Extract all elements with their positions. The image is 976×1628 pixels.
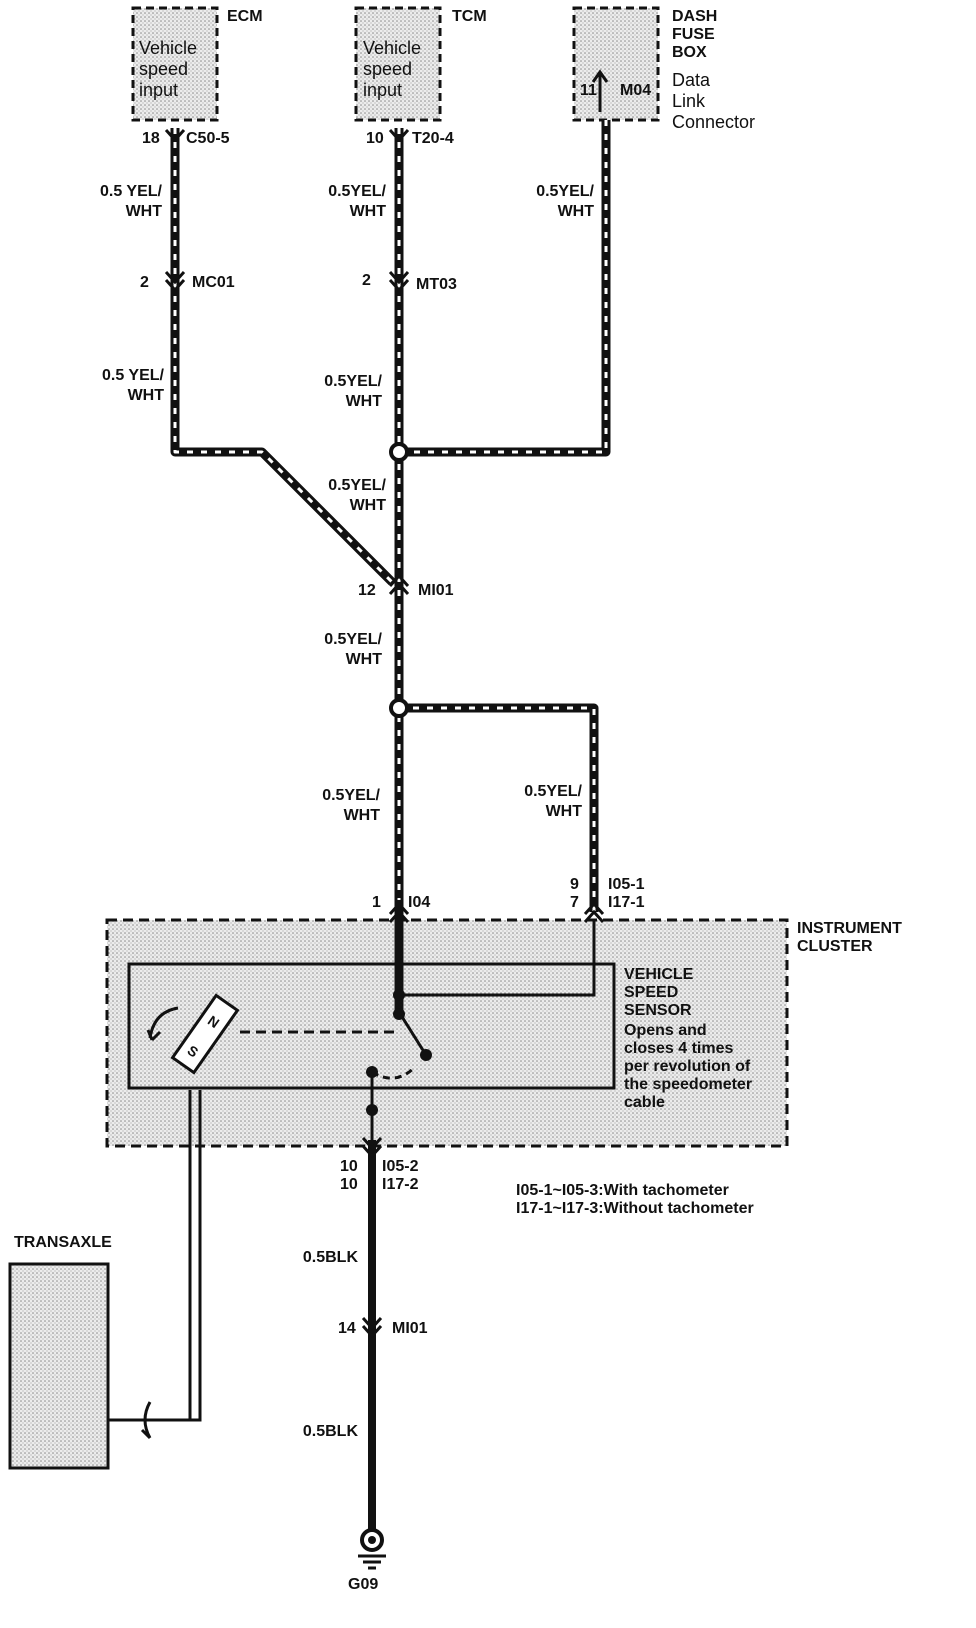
mc01-pin-label: 2: [140, 274, 149, 291]
mi01-ground-connector-label: MI01: [392, 1320, 428, 1337]
cable-rotation-icon: [140, 1401, 152, 1440]
ecm-label: ECM: [227, 8, 263, 25]
speed-sensor-label: VEHICLE SPEED SENSOR: [624, 966, 694, 1019]
transaxle-label: TRANSAXLE: [14, 1234, 112, 1251]
yel-wht-wires: [170, 120, 611, 1012]
data-link-connector-label: Data Link Connector: [672, 70, 756, 132]
dlc-pin-label: 11: [580, 82, 597, 99]
mc01-connector-label: MC01: [192, 274, 235, 291]
i04-connector-label: I04: [408, 894, 431, 911]
transaxle-box: [8, 1262, 110, 1470]
rotation-arrow-icon-2: [146, 1029, 162, 1042]
tcm-function-label: Vehicle speed input: [363, 38, 422, 100]
wire-label: 0.5YEL/ WHT: [524, 783, 582, 820]
splice-points: [389, 442, 409, 718]
tcm-connector-label: T20-4: [412, 130, 454, 147]
i05-1-pin-label: 9 7: [570, 876, 579, 911]
note-without-tachometer: I17-1~I17-3:Without tachometer: [516, 1200, 754, 1217]
instrument-cluster-label: INSTRUMENT CLUSTER: [797, 920, 902, 955]
connector-symbols: [164, 69, 609, 1339]
tcm-box: [354, 6, 442, 122]
ecm-function-label: Vehicle speed input: [139, 38, 198, 100]
i05-2-connector-label: I05-2 I17-2: [382, 1158, 419, 1193]
mt03-pin-label: 2: [362, 272, 371, 289]
tcm-label: TCM: [452, 8, 487, 25]
magnet-icon: N S: [170, 993, 240, 1075]
mi01-connector-label: MI01: [418, 582, 454, 599]
wire-label: 0.5YEL/ WHT: [328, 183, 386, 220]
cluster-internal-wiring: [108, 920, 596, 1422]
wire-label: 0.5BLK: [302, 1249, 358, 1266]
mi01-ground-pin-label: 14: [338, 1320, 356, 1337]
i04-pin-label: 1: [372, 894, 381, 911]
wire-label: 0.5 YEL/ WHT: [100, 183, 162, 220]
ground-label: G09: [348, 1576, 379, 1593]
mi01-pin-label: 12: [358, 582, 376, 599]
i05-2-pin-label: 10 10: [340, 1158, 358, 1193]
mt03-connector-label: MT03: [416, 276, 457, 293]
dlc-connector-label: M04: [620, 82, 652, 99]
ecm-box: [131, 6, 219, 122]
speed-sensor-description: Opens and closes 4 times per revolution …: [624, 1022, 753, 1111]
wire-label: 0.5 YEL/ WHT: [102, 367, 164, 404]
wire-label: 0.5YEL/ WHT: [536, 183, 594, 220]
wire-label: 0.5YEL/ WHT: [322, 787, 380, 824]
wire-label: 0.5YEL/ WHT: [324, 373, 382, 410]
wire-label: 0.5YEL/ WHT: [324, 631, 382, 668]
i05-1-connector-label: I05-1 I17-1: [608, 876, 645, 911]
ground-icon: [358, 1528, 386, 1570]
switch-contacts: [366, 989, 432, 1116]
dash-fuse-box: [572, 6, 660, 122]
ecm-connector-label: C50-5: [186, 130, 230, 147]
wire-label: 0.5BLK: [302, 1423, 358, 1440]
note-with-tachometer: I05-1~I05-3:With tachometer: [516, 1182, 729, 1199]
dash-fuse-box-label: DASH FUSE BOX: [672, 8, 718, 61]
wire-label: 0.5YEL/ WHT: [328, 477, 386, 514]
ecm-pin-label: 18: [142, 130, 160, 147]
tcm-pin-label: 10: [366, 130, 384, 147]
